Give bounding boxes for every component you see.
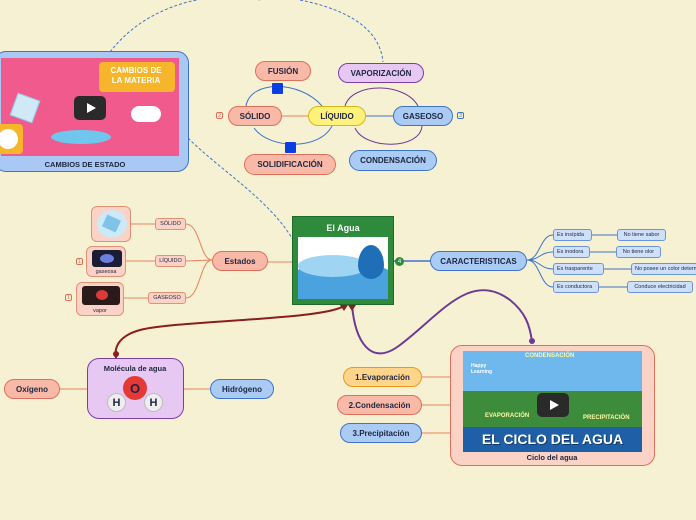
image-ice [91,206,131,242]
ice-cube-icon [9,92,41,124]
video-thumbnail[interactable]: CAMBIOS DE LA MATERIA [1,58,179,156]
molecule-image: O H H [107,374,163,416]
arrow-head [340,305,356,311]
badge-gaseoso: 3 [457,112,464,119]
caract-row-detail[interactable]: Conduce electricidad [627,281,693,293]
thumb-title-line2: LA MATERIA [111,76,161,85]
ice-image [97,210,127,238]
video-ciclo-node[interactable]: CONDENSACIÓN EVAPORACIÓN PRECIPITACIÓN H… [450,345,655,466]
emoji-icon [0,124,23,154]
video-cambios-caption: CAMBIOS DE ESTADO [44,159,126,169]
ciclo-step[interactable]: 3.Precipitación [340,423,422,443]
thumb-condensacion-label: CONDENSACIÓN [525,353,575,359]
caract-row-label[interactable]: Es trasparente [553,263,604,275]
link-items-images [124,223,155,299]
badge-liquido: 1 [76,258,83,265]
caract-row-label[interactable]: Es insípida [553,229,592,241]
dashed-link-top [109,0,384,63]
thumb-precipitacion-label: PRECIPITACIÓN [583,415,630,421]
node-molecula[interactable]: Molécula de agua O H H [87,358,184,419]
link-caract-rows [526,234,554,288]
hydrogen-atom-icon: H [107,393,126,412]
ciclo-thumbnail[interactable]: CONDENSACIÓN EVAPORACIÓN PRECIPITACIÓN H… [463,351,642,452]
estado-item-solido[interactable]: SÓLIDO [155,218,186,230]
thumb-title-box [99,62,175,92]
link-center-ciclo [351,289,533,355]
caract-row-detail[interactable]: No tiene sabor [617,229,666,241]
node-hidrogeno[interactable]: Hidrógeno [210,379,274,399]
node-condensacion[interactable]: CONDENSACIÓN [349,150,437,171]
ciclo-step[interactable]: 2.Condensación [337,395,422,415]
caract-row-label[interactable]: Es inodora [553,246,590,258]
node-gaseoso-cycle[interactable]: GASEOSO [393,106,453,126]
collapse-toggle[interactable]: 4 [395,257,404,266]
caract-row-label[interactable]: Es conductora [553,281,599,293]
image-vapor: vapor [76,282,124,316]
molecula-title: Molécula de agua [103,364,167,373]
node-solido-cycle[interactable]: SÓLIDO [228,106,282,126]
link-dot [113,351,119,357]
node-solidificacion[interactable]: SOLIDIFICACIÓN [244,154,336,175]
arrow-solido-fusion [245,86,323,107]
image-vapor-caption: vapor [93,307,107,314]
dashed-link-video-center [187,137,294,241]
square-marker-icon [272,83,283,94]
ciclo-step[interactable]: 1.Evaporación [343,367,422,387]
water-drop-icon [358,245,384,279]
arrow-liquido-vaporizacion [344,87,419,107]
center-node-el-agua[interactable]: El Agua 4 [292,216,404,305]
node-estados[interactable]: Estados [212,251,268,271]
cloud-icon [131,106,161,122]
link-estados-items [185,223,213,299]
link-rows-details [590,234,631,288]
node-vaporizacion[interactable]: VAPORIZACIÓN [338,63,424,83]
water-splash-image [298,237,388,299]
thumb-ciclo-title: EL CICLO DEL AGUA [481,431,624,447]
estado-item-liquido[interactable]: LÍQUIDO [155,255,186,267]
thumb-evaporacion-label: EVAPORACIÓN [485,413,530,419]
image-gaseosa: gaseosa [86,246,126,277]
caract-row-detail[interactable]: No tiene olor [616,246,661,258]
caract-row-detail[interactable]: No posee un color determinado [631,263,696,275]
link-center-molecula [114,304,346,359]
link-dot [529,338,535,344]
ciclo-caption: Ciclo del agua [526,453,578,462]
vapor-image [82,286,120,305]
hydrogen-atom-icon: H [144,393,163,412]
node-liquido-cycle[interactable]: LÍQUIDO [308,106,366,126]
node-fusion[interactable]: FUSIÓN [255,61,311,81]
gas-image [92,250,122,267]
thumb-title-line1: CAMBIOS DE [110,66,162,75]
square-marker-icon [285,142,296,153]
oxygen-atom-icon: O [123,376,147,400]
center-title: El Agua [326,223,360,233]
arrow-gaseoso-condensacion [354,125,423,145]
water-puddle-icon [51,130,111,144]
link-ciclo-steps [422,376,450,434]
play-button-icon[interactable] [74,96,106,120]
estado-item-gaseoso[interactable]: GASEOSO [148,292,186,304]
badge-gaseoso-item: 1 [65,294,72,301]
image-gaseosa-caption: gaseosa [95,268,117,275]
badge-solido: 2 [216,112,223,119]
ciclo-play-button-icon[interactable] [537,393,569,417]
node-oxigeno[interactable]: Oxígeno [4,379,60,399]
thumb-brand-logo: Happy Learning [471,363,493,375]
node-caracteristicas[interactable]: CARACTERISTICAS [430,251,527,271]
video-cambios-node[interactable]: CAMBIOS DE LA MATERIA CAMBIOS DE ESTADO [0,51,189,172]
